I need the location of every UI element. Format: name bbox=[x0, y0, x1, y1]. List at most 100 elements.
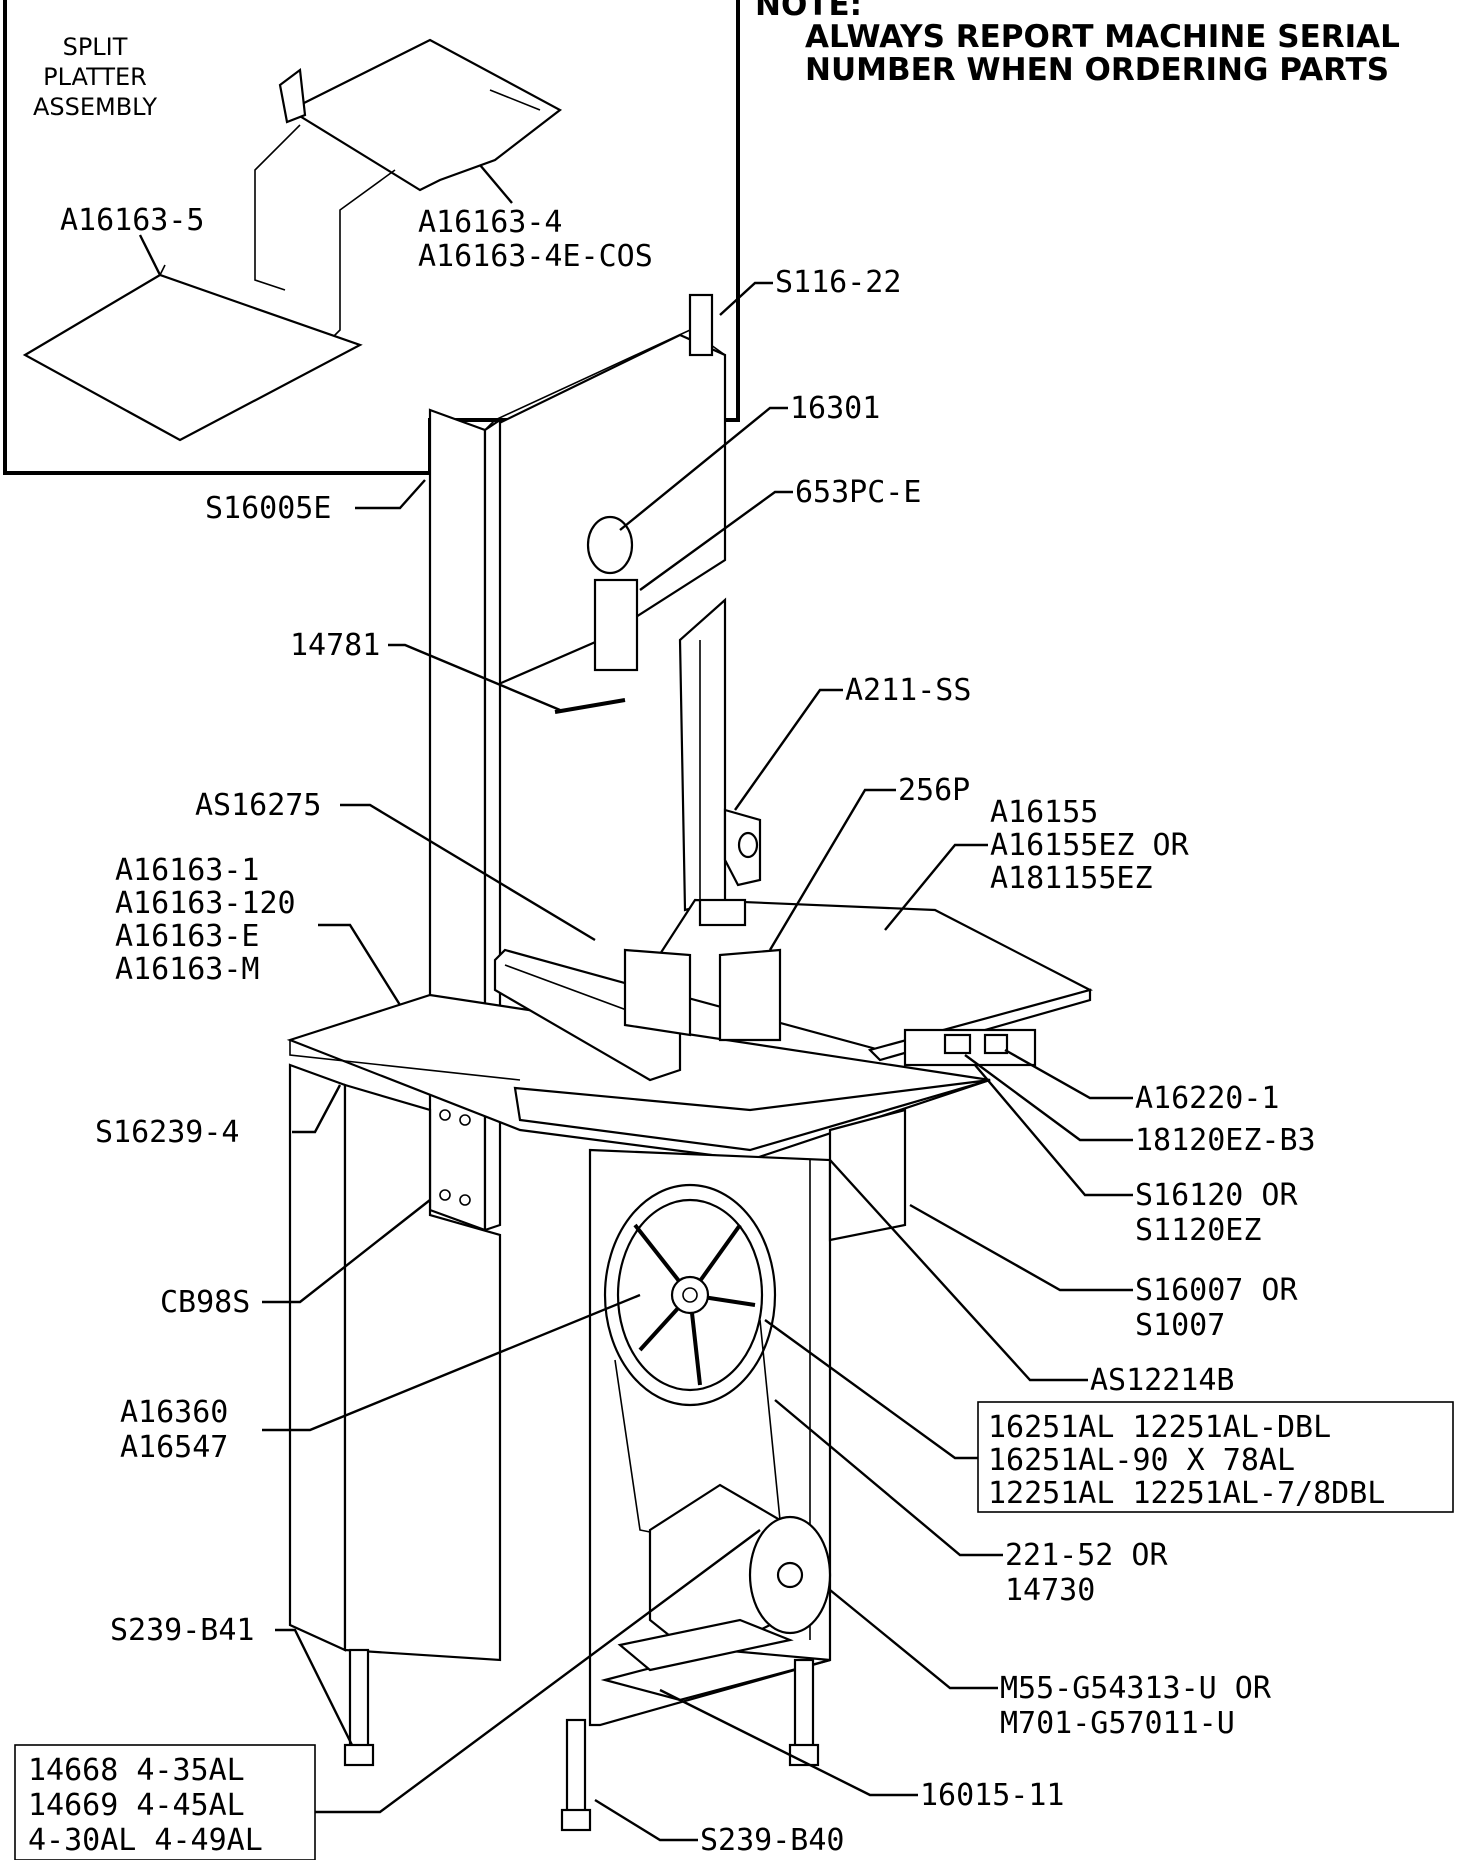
blade-column bbox=[678, 597, 727, 912]
leader-belt-box bbox=[764, 1319, 978, 1460]
leader-s16005e bbox=[355, 479, 426, 510]
motor-mount bbox=[617, 1618, 794, 1672]
column-hole-4 bbox=[459, 1194, 471, 1206]
label-a16155: A16155 bbox=[990, 795, 1098, 830]
motor-pulley bbox=[776, 1561, 804, 1589]
upper-wheel-hub bbox=[670, 1275, 710, 1315]
leader-s16007 bbox=[909, 1203, 1133, 1292]
pulley-box-line1: 14668 4-35AL bbox=[28, 1753, 245, 1788]
label-a16547: A16547 bbox=[120, 1430, 228, 1465]
label-653pc-e: 653PC-E bbox=[795, 475, 921, 510]
leader-a16163 bbox=[318, 923, 402, 1006]
foot-front-right bbox=[560, 1808, 592, 1832]
label-14730: 14730 bbox=[1005, 1573, 1095, 1608]
label-as12214b: AS12214B bbox=[1090, 1363, 1235, 1398]
guide-block bbox=[698, 898, 747, 927]
leg-front-left bbox=[348, 1648, 370, 1752]
leader-a16163-5 bbox=[138, 234, 162, 276]
leg-back-right bbox=[793, 1658, 815, 1752]
callouts: S116-22 16301 653PC-E S16005E 14781 A211… bbox=[14, 265, 1454, 1860]
belt-box-line3: 12251AL 12251AL-7/8DBL bbox=[988, 1476, 1385, 1511]
label-s239-b41: S239-B41 bbox=[110, 1613, 255, 1648]
label-a16163-4e-cos: A16163-4E-COS bbox=[418, 239, 653, 274]
platter-half-right-drawing bbox=[287, 38, 563, 192]
platter-half-left-drawing bbox=[22, 273, 363, 442]
leader-motor bbox=[829, 1589, 998, 1690]
left-table-lip bbox=[513, 1078, 991, 1152]
leader-as12214b bbox=[829, 1159, 1088, 1382]
guard-plate-right bbox=[718, 948, 782, 1042]
leader-s116-22 bbox=[719, 281, 773, 316]
leader-a16163-4 bbox=[479, 164, 513, 204]
label-a16360: A16360 bbox=[120, 1395, 228, 1430]
leader-a16220-1 bbox=[1004, 1048, 1133, 1100]
inset-connector-1 bbox=[254, 124, 301, 291]
switch-18120 bbox=[983, 1033, 1009, 1055]
column-hole-2 bbox=[459, 1114, 471, 1126]
label-s1007: S1007 bbox=[1135, 1308, 1225, 1343]
label-a16163-4: A16163-4 bbox=[418, 205, 563, 240]
label-s1120ez: S1120EZ bbox=[1135, 1213, 1261, 1248]
label-a16163-1: A16163-1 bbox=[115, 853, 260, 888]
guard-plate-left bbox=[623, 948, 692, 1037]
guide-arm-hole bbox=[737, 831, 759, 859]
label-16015-11: 16015-11 bbox=[920, 1778, 1065, 1813]
label-a211-ss: A211-SS bbox=[845, 673, 971, 708]
label-a16163-e: A16163-E bbox=[115, 919, 260, 954]
leader-cb98s bbox=[262, 1199, 431, 1304]
label-s16007: S16007 OR bbox=[1135, 1273, 1298, 1308]
platter-rivets bbox=[489, 89, 541, 111]
leader-653pc-e bbox=[639, 490, 793, 591]
note-line2: NUMBER WHEN ORDERING PARTS bbox=[805, 52, 1389, 88]
label-m701: M701-G57011-U bbox=[1000, 1706, 1235, 1741]
label-a16163-5: A16163-5 bbox=[60, 203, 205, 238]
label-a16220-1: A16220-1 bbox=[1135, 1081, 1280, 1116]
note-block: NOTE: ALWAYS REPORT MACHINE SERIAL NUMBE… bbox=[755, 0, 1400, 88]
leg-front-right bbox=[565, 1718, 587, 1817]
split-platter-inset: SPLIT PLATTER ASSEMBLY A16163-5 A16163-4… bbox=[3, 0, 740, 475]
label-a16155ez: A16155EZ OR bbox=[990, 828, 1190, 863]
label-a16163-120: A16163-120 bbox=[115, 886, 296, 921]
leader-a16360 bbox=[262, 1293, 641, 1432]
label-14781: 14781 bbox=[290, 628, 380, 663]
guide-post bbox=[688, 293, 714, 357]
label-m55: M55-G54313-U OR bbox=[1000, 1671, 1272, 1706]
label-a181155ez: A181155EZ bbox=[990, 861, 1153, 896]
switch-a16220 bbox=[943, 1033, 972, 1055]
leader-14781 bbox=[388, 643, 561, 712]
belt-box-line2: 16251AL-90 X 78AL bbox=[988, 1443, 1295, 1478]
label-s16120: S16120 OR bbox=[1135, 1178, 1298, 1213]
column-hole-1 bbox=[439, 1109, 451, 1121]
note-heading: NOTE: bbox=[755, 0, 862, 23]
leader-16015-11 bbox=[659, 1688, 918, 1797]
leader-s16120 bbox=[974, 1064, 1133, 1197]
left-table-edge bbox=[289, 1040, 521, 1081]
inset-title-line1: SPLIT bbox=[63, 33, 128, 61]
label-as16275: AS16275 bbox=[195, 788, 321, 823]
bandsaw-drawing bbox=[286, 293, 1093, 1832]
pulley-box-line2: 14669 4-45AL bbox=[28, 1788, 245, 1823]
pulley-parts-box bbox=[14, 1744, 316, 1860]
cabinet-front-left bbox=[343, 1083, 502, 1662]
label-221-52: 221-52 OR bbox=[1005, 1538, 1168, 1573]
inset-title-line2: PLATTER bbox=[43, 63, 147, 91]
column-hole-3 bbox=[439, 1189, 451, 1201]
label-s239-b40: S239-B40 bbox=[700, 1823, 845, 1858]
leader-a211-ss bbox=[734, 688, 843, 811]
label-a16163-m: A16163-M bbox=[115, 952, 260, 987]
label-s16005e: S16005E bbox=[205, 491, 331, 526]
leader-16301 bbox=[619, 406, 788, 531]
upper-wheel-bore bbox=[682, 1287, 698, 1303]
note-line1: ALWAYS REPORT MACHINE SERIAL bbox=[805, 19, 1400, 55]
label-plate bbox=[593, 578, 639, 672]
round-plate bbox=[586, 515, 634, 575]
leader-s16239-4 bbox=[292, 1084, 342, 1134]
belt-box-line1: 16251AL 12251AL-DBL bbox=[988, 1410, 1331, 1445]
inset-connector-2 bbox=[329, 169, 396, 341]
leader-18120ez-b3 bbox=[964, 1054, 1133, 1142]
label-256p: 256P bbox=[898, 773, 970, 808]
leader-a16155 bbox=[884, 843, 988, 931]
platter-half-right-fence bbox=[278, 67, 307, 124]
